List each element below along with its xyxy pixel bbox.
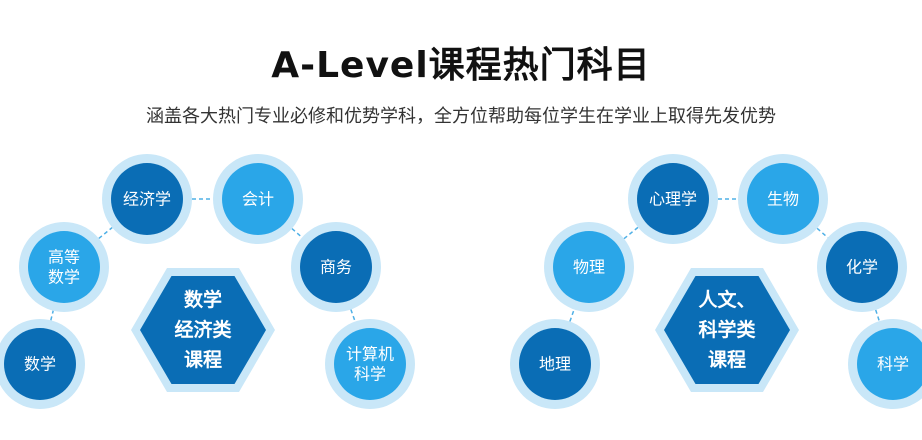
category-label: 科学类 (698, 318, 755, 341)
subject-label: 地理 (539, 355, 571, 374)
category-label: 数学 (184, 288, 222, 311)
subject-bubble: 科学 (848, 319, 922, 409)
category-label: 课程 (184, 349, 222, 371)
subject-label: 生物 (767, 190, 799, 209)
hexagon-core (140, 276, 266, 384)
subject-label: 数学 (24, 355, 56, 374)
category-label: 经济类 (174, 318, 231, 341)
page-title: A-Level课程热门科目 (271, 45, 651, 86)
connector-line (874, 309, 881, 322)
hexagon-core (664, 276, 790, 384)
subject-bubble: 心理学 (628, 154, 718, 244)
category-label: 课程 (708, 349, 746, 371)
page-subtitle: 涵盖各大热门专业必修和优势学科，全方位帮助每位学生在学业上取得先发优势 (146, 106, 776, 127)
bubble-core (857, 328, 922, 400)
bubble-core (222, 163, 294, 235)
bubble-core (334, 328, 406, 400)
subject-label: 经济学 (123, 190, 171, 209)
bubble-core (4, 328, 76, 400)
bubble-core (111, 163, 183, 235)
subject-label: 科学 (354, 365, 386, 384)
subject-bubble: 生物 (738, 154, 828, 244)
subject-bubble: 经济学 (102, 154, 192, 244)
bubble-core (300, 231, 372, 303)
connector-line (50, 310, 54, 321)
subject-label: 计算机 (346, 345, 394, 364)
bubble-core (553, 231, 625, 303)
subject-bubble: 地理 (510, 319, 600, 409)
connector-line (350, 309, 356, 322)
subject-label: 科学 (877, 355, 909, 374)
subject-bubble: 物理 (544, 222, 634, 312)
bubble-core (747, 163, 819, 235)
bubble-core (28, 231, 100, 303)
subject-label: 心理学 (649, 190, 697, 209)
subject-label: 会计 (242, 190, 274, 209)
bubble-core (637, 163, 709, 235)
subject-label: 高等 (48, 248, 80, 267)
connector-line (569, 309, 575, 322)
subject-bubble: 数学 (0, 319, 85, 409)
category-label: 人文、 (698, 288, 755, 311)
subject-bubble: 会计 (213, 154, 303, 244)
connector-line (291, 228, 303, 238)
bubble-core (826, 231, 898, 303)
subject-label: 物理 (573, 258, 605, 277)
connector-line (98, 226, 113, 240)
connector-line (816, 227, 829, 239)
subject-label: 化学 (846, 258, 878, 277)
subject-bubble: 化学 (817, 222, 907, 312)
diagram-left: 数学高等数学经济学会计商务计算机科学数学经济类课程 (0, 154, 415, 409)
connector-line (623, 226, 639, 240)
subject-bubble: 商务 (291, 222, 381, 312)
subject-label: 商务 (320, 258, 352, 277)
bubble-core (519, 328, 591, 400)
subject-label: 数学 (48, 268, 80, 287)
